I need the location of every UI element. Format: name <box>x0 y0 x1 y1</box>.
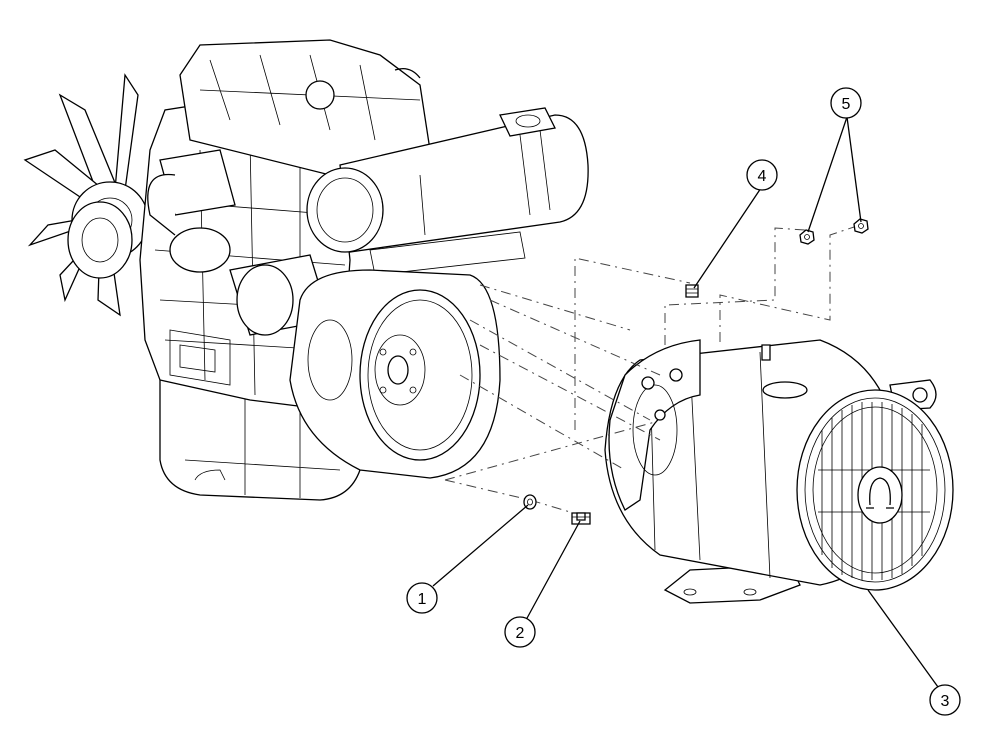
leader-lines <box>432 116 939 688</box>
nut-icon <box>799 218 869 245</box>
callout-1: 1 <box>406 582 438 614</box>
callout-1-label: 1 <box>418 591 427 608</box>
logo-icon <box>866 477 894 509</box>
engine-assembly <box>23 39 589 501</box>
callout-3-label: 3 <box>941 693 950 710</box>
callout-2-label: 2 <box>516 625 525 642</box>
callout-4: 4 <box>746 159 778 191</box>
flywheel-icon <box>359 289 481 461</box>
assembly-centerlines <box>444 224 861 516</box>
callout-5: 5 <box>830 87 862 119</box>
generator-end-icon <box>604 339 954 604</box>
callout-2: 2 <box>504 616 536 648</box>
callout-4-label: 4 <box>758 168 767 185</box>
bolt-icon <box>571 512 591 525</box>
fan-icon <box>23 73 149 317</box>
callout-3: 3 <box>929 684 961 716</box>
muffler-icon <box>306 107 589 276</box>
screw-icon <box>685 284 699 298</box>
callout-5-label: 5 <box>842 96 851 113</box>
